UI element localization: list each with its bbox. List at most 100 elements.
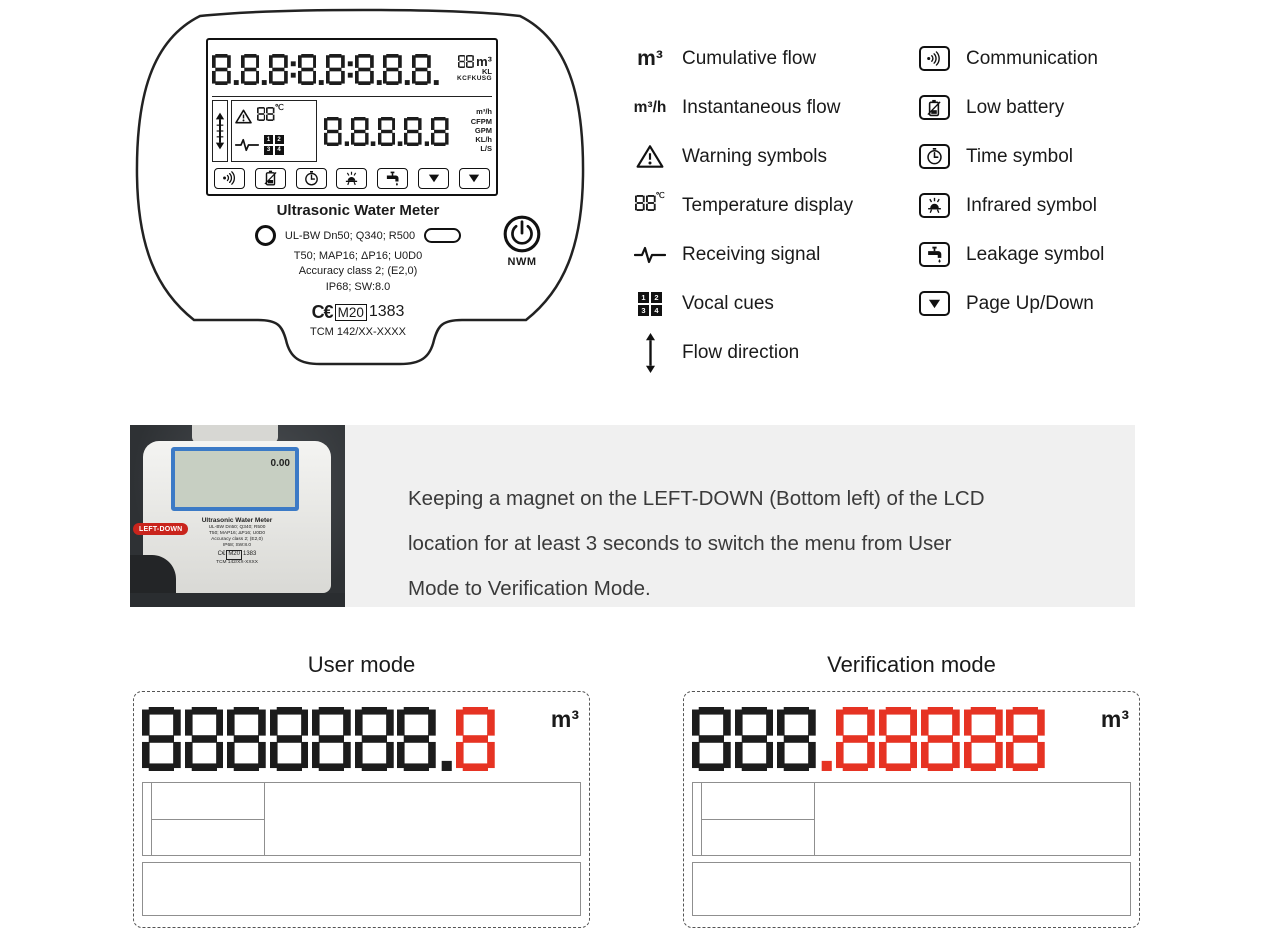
verification-mode-digits <box>692 707 1046 771</box>
warning-icon <box>235 109 252 124</box>
legend-item-label: Receiving signal <box>682 243 821 265</box>
vocal-cue-cell: 1 <box>264 135 273 145</box>
temperature-icon: ℃ <box>618 191 682 216</box>
power-logo: NWM <box>500 214 544 268</box>
user-mode-digits-row: m³ <box>142 696 581 782</box>
photo-lcd-value: 0.00 <box>270 458 290 469</box>
second-unit-label: m³/h <box>476 107 492 117</box>
meter-port-ring <box>254 225 276 246</box>
legend-item-label: Instantaneous flow <box>682 96 841 118</box>
lcd-icon-row <box>212 162 492 192</box>
legend-item: Receiving signal <box>618 230 896 279</box>
vocal-cues-icon: 1 2 3 4 <box>618 291 682 316</box>
unit-kcfkusg-label: KCFKUSG <box>457 75 492 83</box>
lcd-main-row: m³ KL KCFKUSG <box>212 42 492 97</box>
legend-item: Page Up/Down <box>902 279 1164 328</box>
legend-item: Infrared symbol <box>902 181 1164 230</box>
legend-item-label: Warning symbols <box>682 145 828 167</box>
temperature-digits <box>257 107 275 122</box>
signal-icon <box>618 246 682 264</box>
lcd-main-digits <box>212 53 439 85</box>
vocal-cue-cell: 2 <box>274 135 284 145</box>
legend-item-label: Low battery <box>966 96 1065 118</box>
lcd-second-row: ℃ 1 2 3 4 <box>212 97 492 162</box>
second-unit-label: CFPM <box>470 116 492 126</box>
lcd-wireframe-icon-cell <box>151 783 265 855</box>
left-down-badge: LEFT-DOWN <box>133 523 189 535</box>
meter-outline <box>135 8 585 366</box>
communication-icon <box>214 167 245 189</box>
lcd-second-units: m³/h CFPM GPM KL/h L/S <box>456 100 492 162</box>
legend-item: Low battery <box>902 83 1164 132</box>
photo-meter-markings: Ultrasonic Water Meter UL-BW Dn50; Q340;… <box>201 517 273 565</box>
unit-kl-label: KL <box>482 67 492 77</box>
page-updown-icon <box>918 291 950 316</box>
spec-line: Accuracy class 2; (E2,0) <box>298 265 418 277</box>
verification-mode-section: Verification mode m³ <box>683 652 1140 928</box>
instruction-text: Keeping a magnet on the LEFT-DOWN (Botto… <box>408 486 985 600</box>
brand-label: NWM <box>507 256 537 268</box>
meter-face-diagram: m³ KL KCFKUSG <box>128 6 590 378</box>
user-mode-lcd-frame: m³ <box>133 691 590 928</box>
verification-mode-unit-label: m³ <box>1100 706 1129 732</box>
instantaneous-flow-icon: m³/h <box>633 98 667 116</box>
user-mode-unit-label: m³ <box>550 706 579 732</box>
verification-mode-digits-row: m³ <box>692 696 1131 782</box>
lcd-wireframe-middle <box>692 782 1131 856</box>
lcd-main-units: m³ KL KCFKUSG <box>457 55 492 83</box>
meter-markings: Ultrasonic Water Meter UL-BW Dn50; Q340;… <box>186 202 530 338</box>
legend-item-label: Page Up/Down <box>966 292 1094 314</box>
legend-right-column: Communication Low battery <box>902 34 1164 328</box>
lcd-small-digits <box>457 54 475 68</box>
meter-photo: 0.00 Ultrasonic Water Meter UL-BW Dn50; … <box>130 425 345 607</box>
lcd-second-digits <box>324 116 449 146</box>
infrared-icon <box>918 193 950 218</box>
leakage-icon <box>377 167 409 189</box>
leakage-icon <box>918 242 950 267</box>
communication-icon <box>918 46 950 71</box>
legend-item: ℃ Temperature display <box>618 181 896 230</box>
lcd-second-digits-cell <box>320 100 453 162</box>
legend-item-label: Vocal cues <box>682 292 774 314</box>
legend-item-label: Communication <box>966 47 1098 69</box>
lcd-wireframe-icon-cell <box>701 783 815 855</box>
ce-mark: C€ <box>311 301 334 322</box>
photo-meter-body: 0.00 Ultrasonic Water Meter UL-BW Dn50; … <box>143 441 331 593</box>
verification-mode-title: Verification mode <box>827 652 996 677</box>
page-updown-icon <box>418 167 450 189</box>
user-mode-title: User mode <box>307 652 416 677</box>
low-battery-icon <box>254 167 286 189</box>
second-unit-label: GPM <box>474 125 492 135</box>
infrared-icon <box>336 167 368 189</box>
vocal-cue-cell: 4 <box>274 145 284 155</box>
legend-item: m³/h Instantaneous flow <box>618 83 896 132</box>
cumulative-flow-icon: m³ <box>637 46 663 70</box>
second-unit-label: KL/h <box>475 135 492 145</box>
photo-footer <box>130 593 345 607</box>
spec-line: T50; MAP16; ΔP16; U0D0 <box>293 249 423 262</box>
legend-item: m³ Cumulative flow <box>618 34 896 83</box>
legend-item: Communication <box>902 34 1164 83</box>
meter-title: Ultrasonic Water Meter <box>276 202 440 219</box>
verification-mode-lcd-frame: m³ <box>683 691 1140 928</box>
vocal-cues-icon: 1 2 3 4 <box>264 135 284 155</box>
signal-icon <box>235 138 259 151</box>
legend-item: 1 2 3 4 Vocal cues <box>618 279 896 328</box>
low-battery-icon <box>918 95 950 120</box>
legend-item-label: Cumulative flow <box>682 47 817 69</box>
legend-item: Flow direction <box>618 328 896 377</box>
status-icon-cell: ℃ 1 2 3 4 <box>231 100 317 162</box>
warning-icon <box>618 144 682 169</box>
legend-item-label: Temperature display <box>682 194 854 216</box>
legend-left-column: m³ Cumulative flow m³/h Instantaneous fl… <box>618 34 896 377</box>
legend-item-label: Flow direction <box>682 341 800 363</box>
cumulative-unit-label: m³ <box>476 53 492 69</box>
legend-item-label: Time symbol <box>966 145 1073 167</box>
tcm-line: TCM 142/XX-XXXX <box>310 325 406 338</box>
photo-top-clamp <box>192 425 278 443</box>
lcd-wireframe-bottom <box>142 862 581 916</box>
lcd-wireframe-bottom <box>692 862 1131 916</box>
meter-lcd: m³ KL KCFKUSG <box>206 38 498 196</box>
instruction-band: 0.00 Ultrasonic Water Meter UL-BW Dn50; … <box>130 425 1135 607</box>
